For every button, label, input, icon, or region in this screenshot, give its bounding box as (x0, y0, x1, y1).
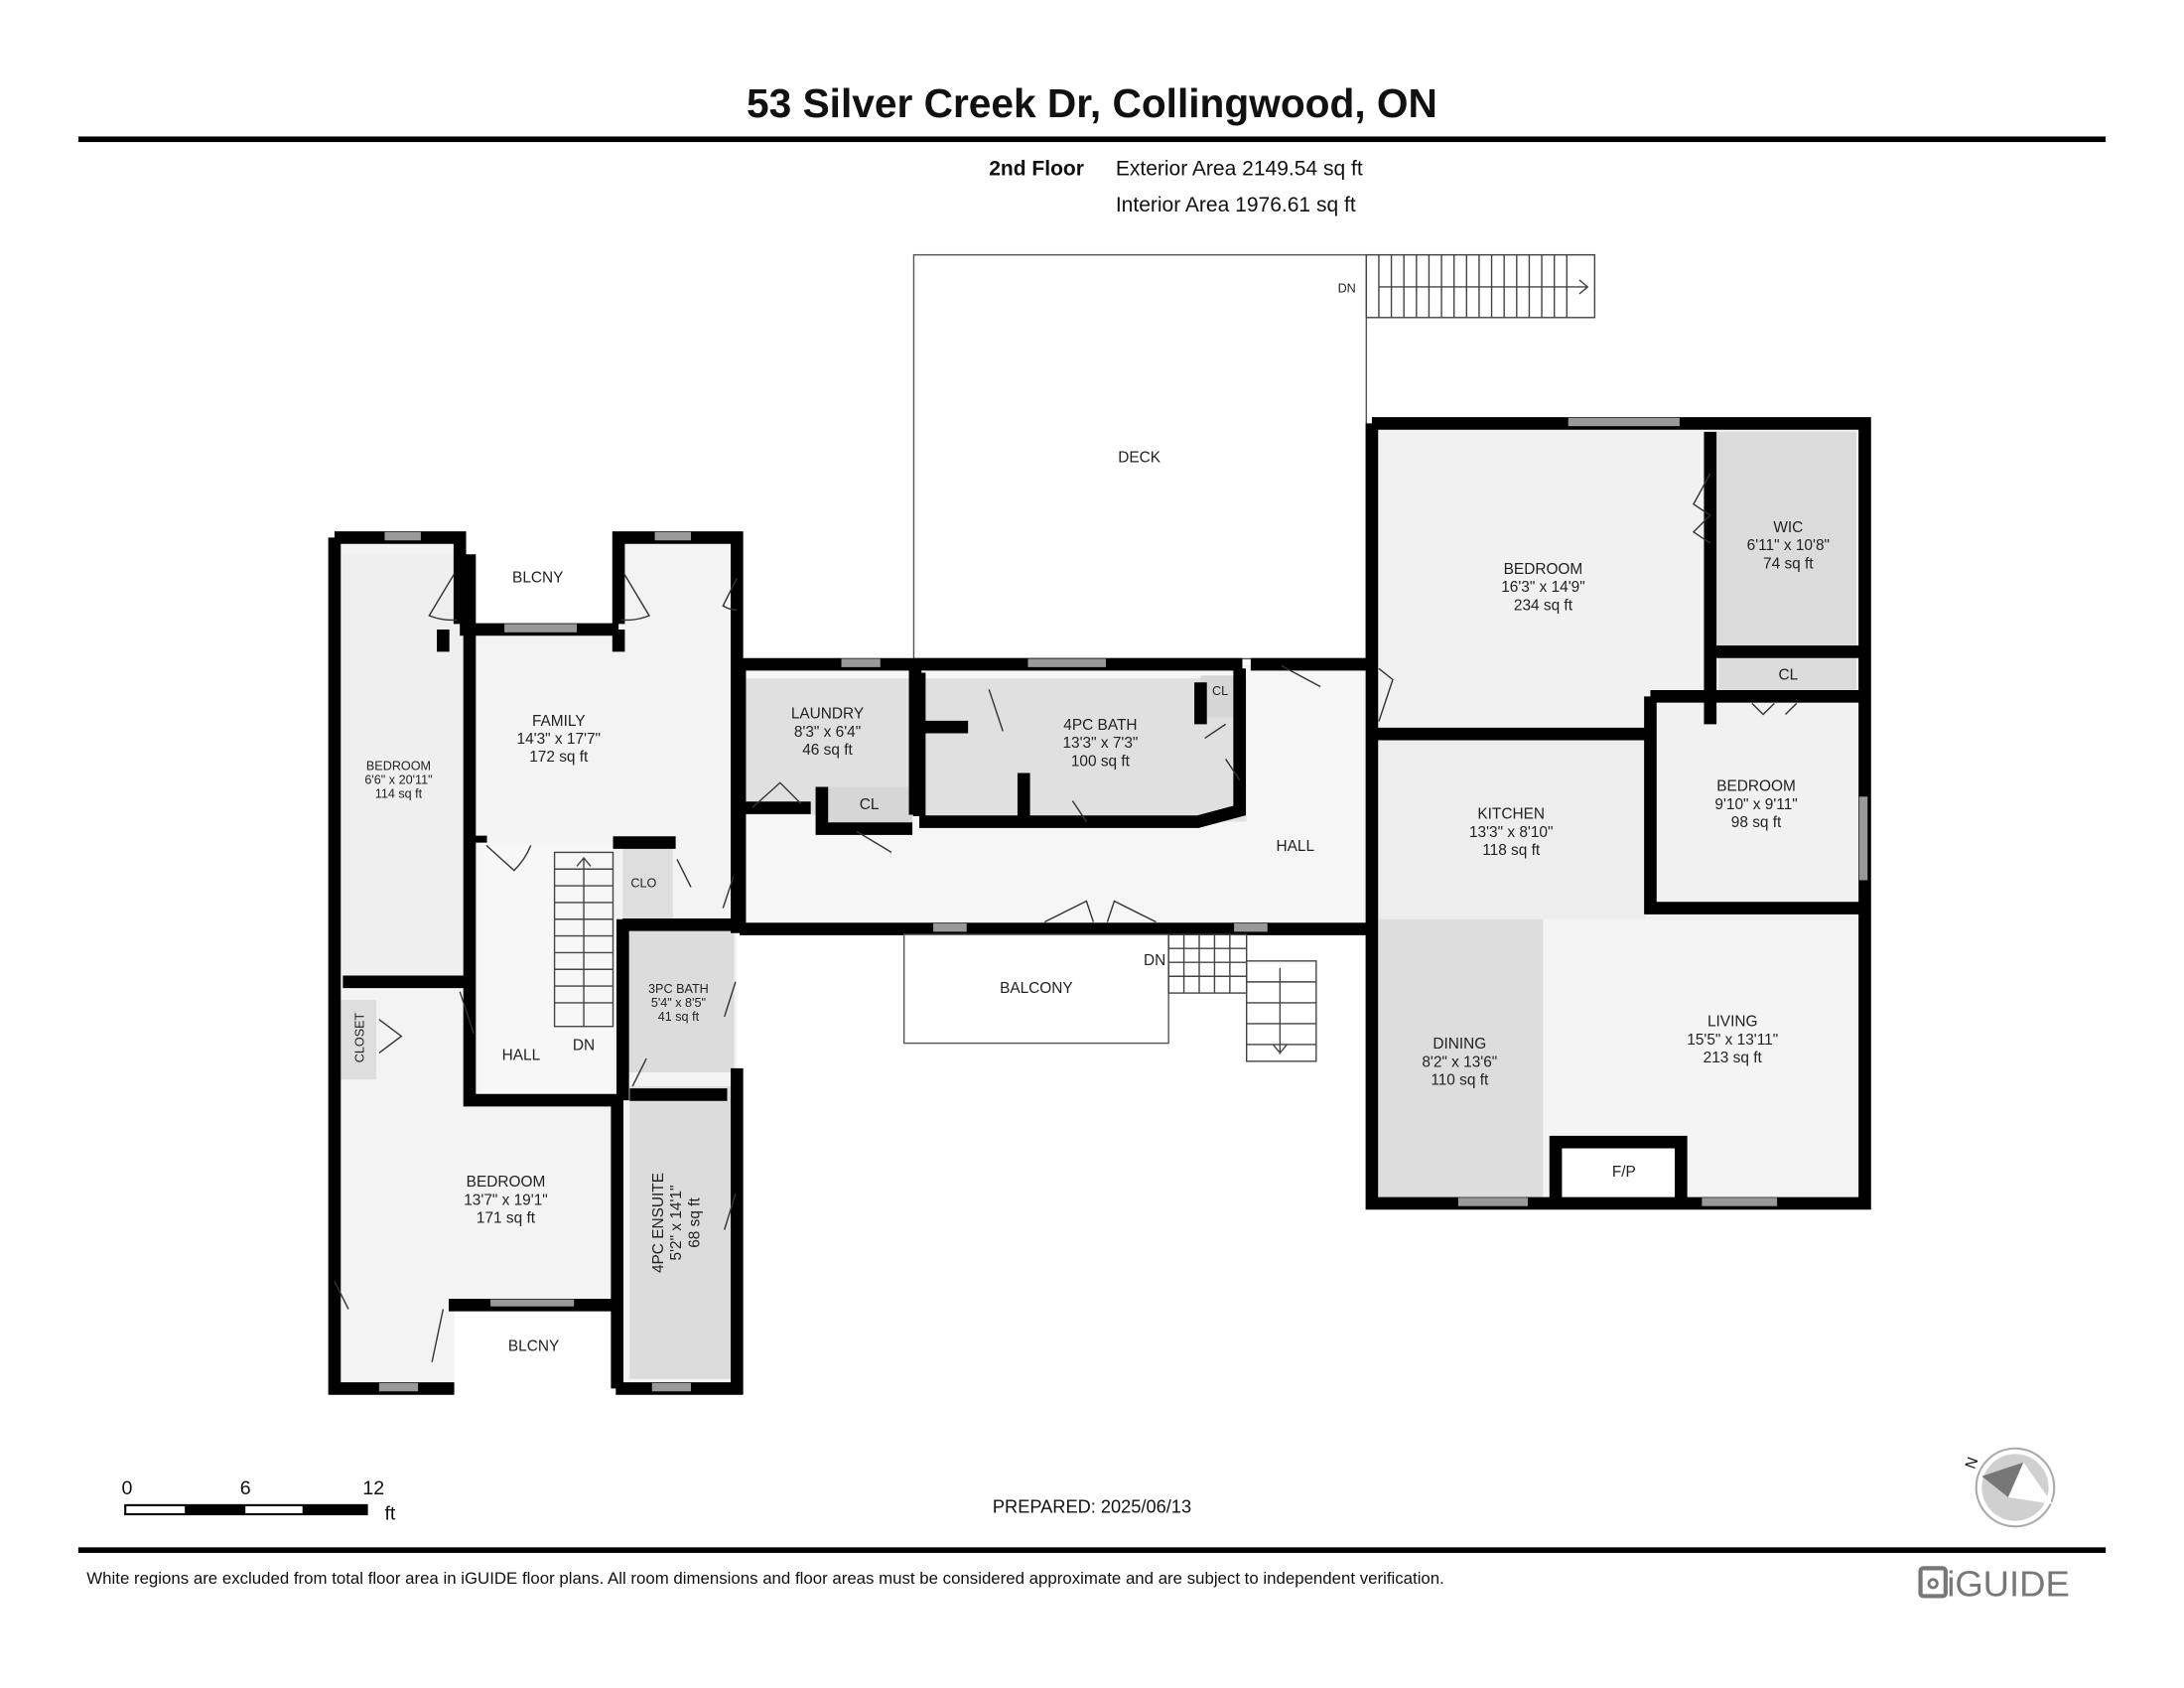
dn-left-label: DN (573, 1038, 595, 1055)
svg-text:4PC ENSUITE5'2" x 14'1"68 sq f: 4PC ENSUITE5'2" x 14'1"68 sq ft (650, 1173, 703, 1273)
cl-bath-label: CL (1212, 684, 1228, 698)
exterior-area: Exterior Area 2149.54 sq ft (1116, 158, 1363, 181)
floor-label: 2nd Floor (989, 158, 1084, 181)
cl-right-label: CL (1778, 666, 1798, 683)
blcny-bottom-label: BLCNY (508, 1338, 559, 1355)
interior-area: Interior Area 1976.61 sq ft (1116, 194, 1356, 216)
balcony (902, 933, 1169, 1045)
prepared-date: PREPARED: 2025/06/13 (993, 1495, 1191, 1516)
header-rule (77, 136, 2107, 143)
svg-text:12: 12 (362, 1477, 384, 1499)
disclaimer: White regions are excluded from total fl… (86, 1569, 1444, 1588)
clo-label: CLO (630, 876, 656, 890)
balcony-label: BALCONY (1000, 980, 1073, 997)
page-title: 53 Silver Creek Dr, Collingwood, ON (747, 80, 1437, 126)
iguide-logo: iGUIDE (1918, 1563, 2070, 1604)
svg-text:ft: ft (384, 1502, 395, 1524)
hall-main-label: HALL (1277, 838, 1315, 855)
stairs-balcony (1167, 933, 1317, 1062)
hall-left-label: HALL (502, 1047, 541, 1063)
svg-text:6: 6 (240, 1477, 251, 1499)
svg-text:iGUIDE: iGUIDE (1947, 1563, 2070, 1604)
room-4pc-ensuite: 4PC ENSUITE5'2" x 14'1"68 sq ft (650, 1173, 703, 1273)
fireplace-label: F/P (1612, 1164, 1636, 1181)
left-wing (328, 531, 744, 1395)
blcny-top-label: BLCNY (512, 569, 563, 586)
svg-text:N: N (1963, 1455, 1982, 1471)
middle-section (733, 657, 1384, 1062)
deck: DECK DN (912, 253, 1596, 660)
footer-rule (77, 1547, 2107, 1553)
closet-label: CLOSET (352, 1012, 366, 1062)
compass-icon: N (1963, 1447, 2056, 1528)
cl-laundry-label: CL (860, 796, 880, 813)
right-wing (1365, 417, 1871, 1210)
dn-balcony-label: DN (1144, 952, 1165, 969)
svg-text:0: 0 (122, 1477, 133, 1499)
scale-bar: 0 6 12 ft (122, 1477, 396, 1524)
svg-text:DECK: DECK (1118, 450, 1161, 467)
deck-stairs (1365, 253, 1596, 319)
stairs-left (553, 851, 614, 1028)
deck-dn: DN (1338, 282, 1356, 296)
